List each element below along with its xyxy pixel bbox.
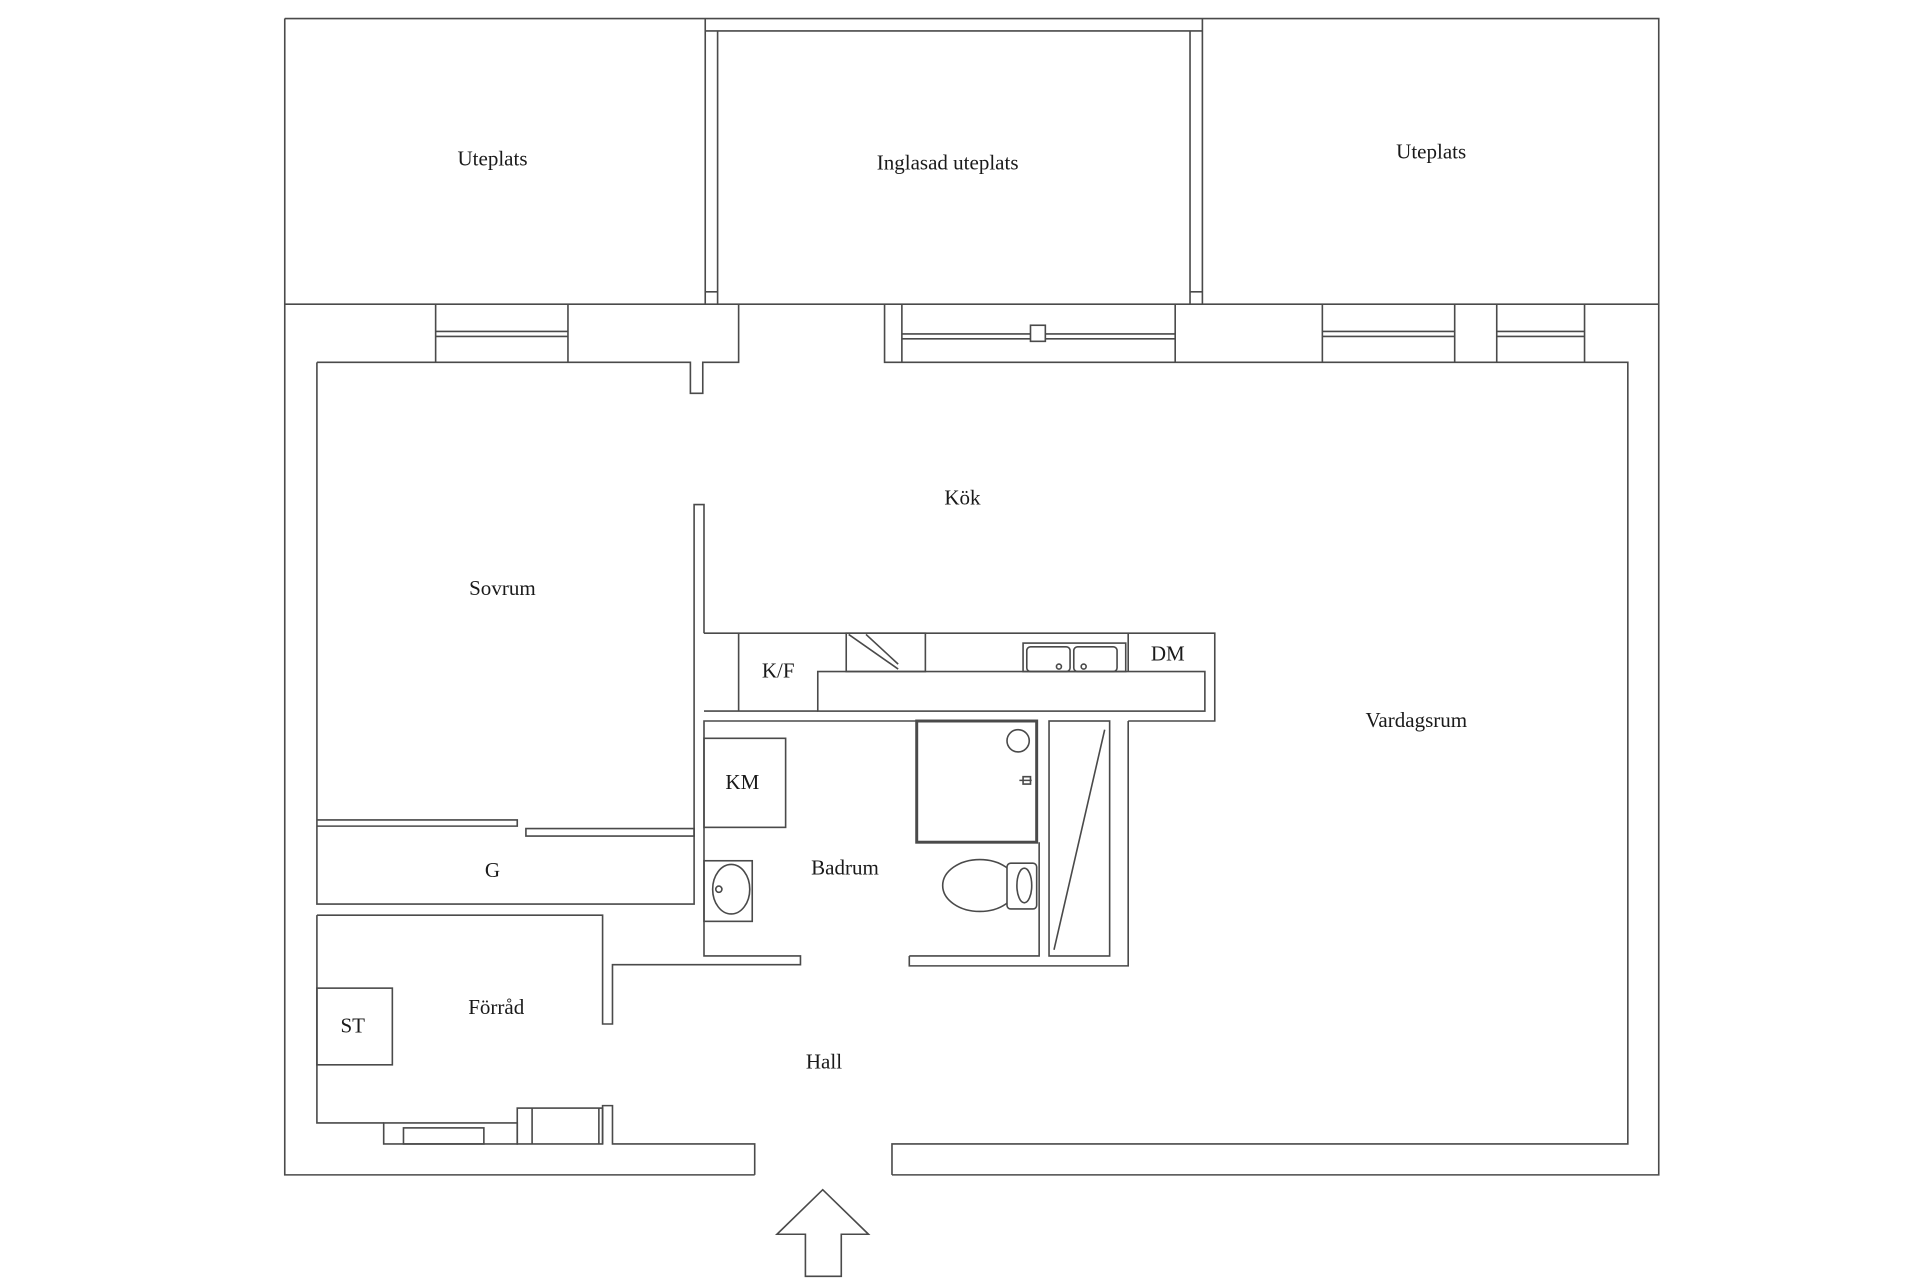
label-terrace-glazed: Inglasad uteplats (877, 150, 1019, 174)
label-terrace-left: Uteplats (457, 147, 527, 171)
living-room-windows (1321, 304, 1586, 363)
label-storage-cabinet: ST (341, 1014, 366, 1038)
washing-machine (703, 737, 787, 829)
wardrobe-sliding-doors (316, 819, 695, 837)
washbasin-tap (714, 885, 723, 894)
label-hall: Hall (806, 1050, 842, 1074)
label-wardrobe: G (485, 858, 500, 882)
label-dishwasher: DM (1151, 641, 1185, 665)
storage-cabinet (316, 987, 394, 1066)
stove-symbol (848, 633, 899, 670)
toilet-bowl (941, 858, 1018, 913)
bedroom: Sovrum G (316, 362, 705, 905)
bathroom-right-walls (908, 721, 1129, 967)
washbasin (703, 859, 754, 923)
kitchen-sink-basin-right (1072, 645, 1118, 673)
label-kitchen: Kök (944, 486, 981, 510)
kitchen-window (901, 304, 1176, 363)
hall-shelf-inner (402, 1127, 485, 1145)
bedroom-top-wall (316, 304, 740, 395)
bedroom-window (434, 304, 569, 363)
bathroom-cabinet (1048, 720, 1111, 957)
kitchen-island (816, 670, 1206, 712)
kitchen-counter (703, 632, 1216, 722)
kitchen-sink (1022, 642, 1127, 673)
label-fridge-freezer: K/F (762, 659, 795, 683)
storage: ST Förråd (316, 720, 917, 1145)
kitchen: Kök K/F DM (703, 486, 1216, 722)
stove (845, 632, 927, 673)
bathroom-cabinet-diagonal (1053, 729, 1106, 950)
terraces: Uteplats Inglasad uteplats Uteplats (283, 17, 1660, 1176)
exterior-walls (316, 304, 1629, 1175)
storage-walls (316, 720, 917, 1124)
label-bedroom: Sovrum (469, 576, 536, 600)
label-living-room: Vardagsrum (1366, 708, 1468, 732)
kitchen-sink-drain-right (1080, 663, 1087, 670)
hall-bottom-wall (601, 1104, 756, 1175)
entrance-arrow-icon (774, 1188, 871, 1278)
bathroom: KM Badrum (703, 719, 1129, 967)
label-storage: Förråd (468, 995, 525, 1019)
kitchen-sink-drain-left (1055, 663, 1063, 670)
washbasin-bowl (711, 863, 751, 915)
shower-tap (1019, 775, 1032, 785)
label-terrace-right: Uteplats (1396, 139, 1466, 163)
kitchen-sink-basin-left (1025, 645, 1071, 673)
hall-cabinet (516, 1107, 604, 1145)
label-bathroom: Badrum (811, 855, 879, 879)
hall-cabinet-divider (531, 1108, 600, 1144)
kitchen-living-outer-wall (883, 304, 1629, 1175)
toilet-seat (1016, 867, 1033, 904)
glazed-terrace-frame (704, 18, 1204, 305)
bedroom-walls (316, 362, 705, 905)
shower-tray (915, 719, 1039, 844)
outer-wall (283, 17, 1660, 1176)
kitchen-window-vent (1029, 324, 1047, 343)
label-washing-machine: KM (725, 770, 759, 794)
shower-drain (1006, 728, 1031, 753)
